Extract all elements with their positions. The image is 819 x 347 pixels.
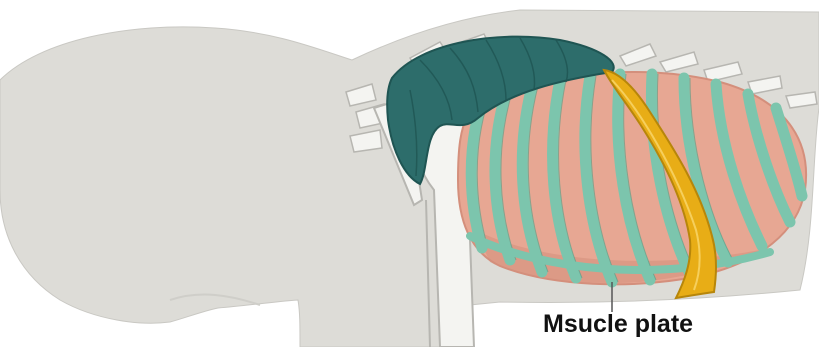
muscle-plate-label: Msucle plate [543,309,693,339]
